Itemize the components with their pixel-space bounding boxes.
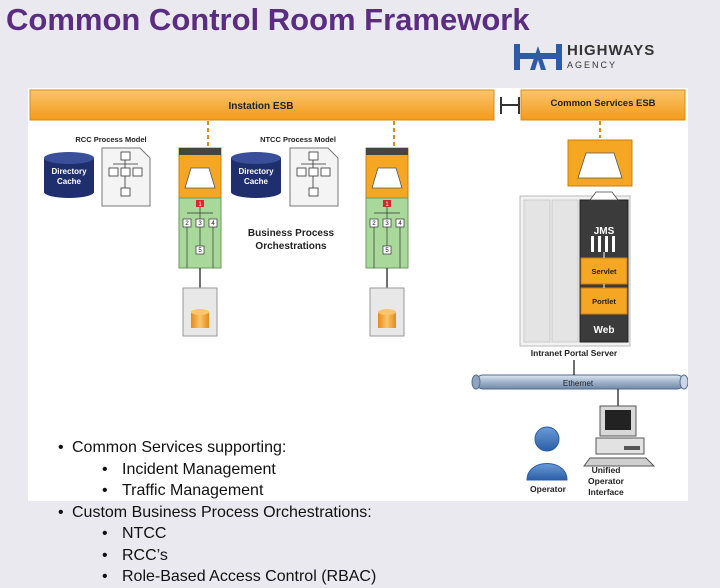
common-services-esb-label: Common Services ESB: [550, 98, 655, 109]
ntcc-directory-cache: [231, 152, 281, 198]
web-label: Web: [594, 325, 615, 336]
rcc-node-2: 2: [185, 221, 189, 227]
rcc-directory-cache-line2: Cache: [57, 177, 82, 186]
bullet-item: •Custom Business Process Orchestrations:: [58, 503, 372, 521]
ntcc-directory-cache-line1: Directory: [238, 167, 274, 176]
logo-sub: AGENCY: [567, 60, 618, 70]
ethernet-label: Ethernet: [563, 379, 594, 388]
rcc-node-1: 1: [198, 202, 202, 208]
intranet-portal-server-label: Intranet Portal Server: [531, 348, 618, 358]
ntcc-node-2: 2: [372, 221, 376, 227]
unified-label-line3: Interface: [588, 487, 624, 497]
ntcc-node-1: 1: [385, 202, 389, 208]
operator-person-icon: [526, 426, 568, 481]
rcc-node-3: 3: [198, 221, 202, 227]
rcc-database-icon: [182, 287, 218, 337]
intranet-portal-server-rack: [519, 191, 631, 347]
rcc-process-model-label: RCC Process Model: [75, 135, 146, 144]
logo-name: HIGHWAYS: [567, 42, 656, 59]
rcc-directory-cache: [44, 152, 94, 198]
bullet-item: •Role-Based Access Control (RBAC): [102, 568, 377, 585]
bullet-item: •Incident Management: [102, 460, 276, 478]
bpo-label-line2: Orchestrations: [255, 241, 327, 252]
servlet-label: Servlet: [591, 267, 617, 276]
ntcc-node-5: 5: [385, 248, 389, 254]
ntcc-node-4: 4: [398, 221, 402, 227]
portlet-label: Portlet: [592, 297, 616, 306]
highways-agency-logo: HIGHWAYS AGENCY: [512, 40, 672, 76]
ntcc-database-icon: [369, 287, 405, 337]
ntcc-process-model-label: NTCC Process Model: [260, 135, 336, 144]
ethernet-bus: [471, 374, 688, 390]
architecture-diagram: Instation ESB Common Services ESB RCC Pr…: [29, 89, 688, 497]
operator-label: Operator: [530, 484, 567, 494]
unified-label-line1: Unified: [592, 465, 621, 475]
slide-title: Common Control Room Framework: [6, 2, 530, 37]
bullet-item: •RCC’s: [102, 546, 168, 564]
bullet-list: •Common Services supporting: •Incident M…: [58, 437, 498, 588]
rcc-directory-cache-line1: Directory: [51, 167, 87, 176]
bullet-item: •Traffic Management: [102, 482, 264, 499]
unified-label-line2: Operator: [588, 476, 625, 486]
common-services-engine: [567, 139, 633, 187]
bullet-item: •Common Services supporting:: [58, 439, 287, 456]
ntcc-directory-cache-line2: Cache: [244, 177, 269, 186]
rcc-orchestration-engine: [178, 147, 222, 269]
rcc-node-5: 5: [198, 248, 202, 254]
instation-esb-bar: [29, 89, 495, 121]
diagram-canvas: Instation ESB Common Services ESB RCC Pr…: [28, 88, 688, 585]
rcc-process-model-doc: [101, 147, 151, 207]
instation-esb-label: Instation ESB: [228, 101, 293, 112]
ntcc-process-model-doc: [289, 147, 339, 207]
workstation-computer-icon: [583, 405, 656, 467]
rcc-node-4: 4: [211, 221, 215, 227]
jms-label: JMS: [594, 226, 615, 237]
ntcc-node-3: 3: [385, 221, 389, 227]
bullet-item: •NTCC: [102, 525, 167, 542]
bpo-label-line1: Business Process: [248, 228, 335, 239]
common-services-esb-bar: [520, 89, 686, 121]
highways-agency-emblem-icon: [514, 44, 562, 70]
